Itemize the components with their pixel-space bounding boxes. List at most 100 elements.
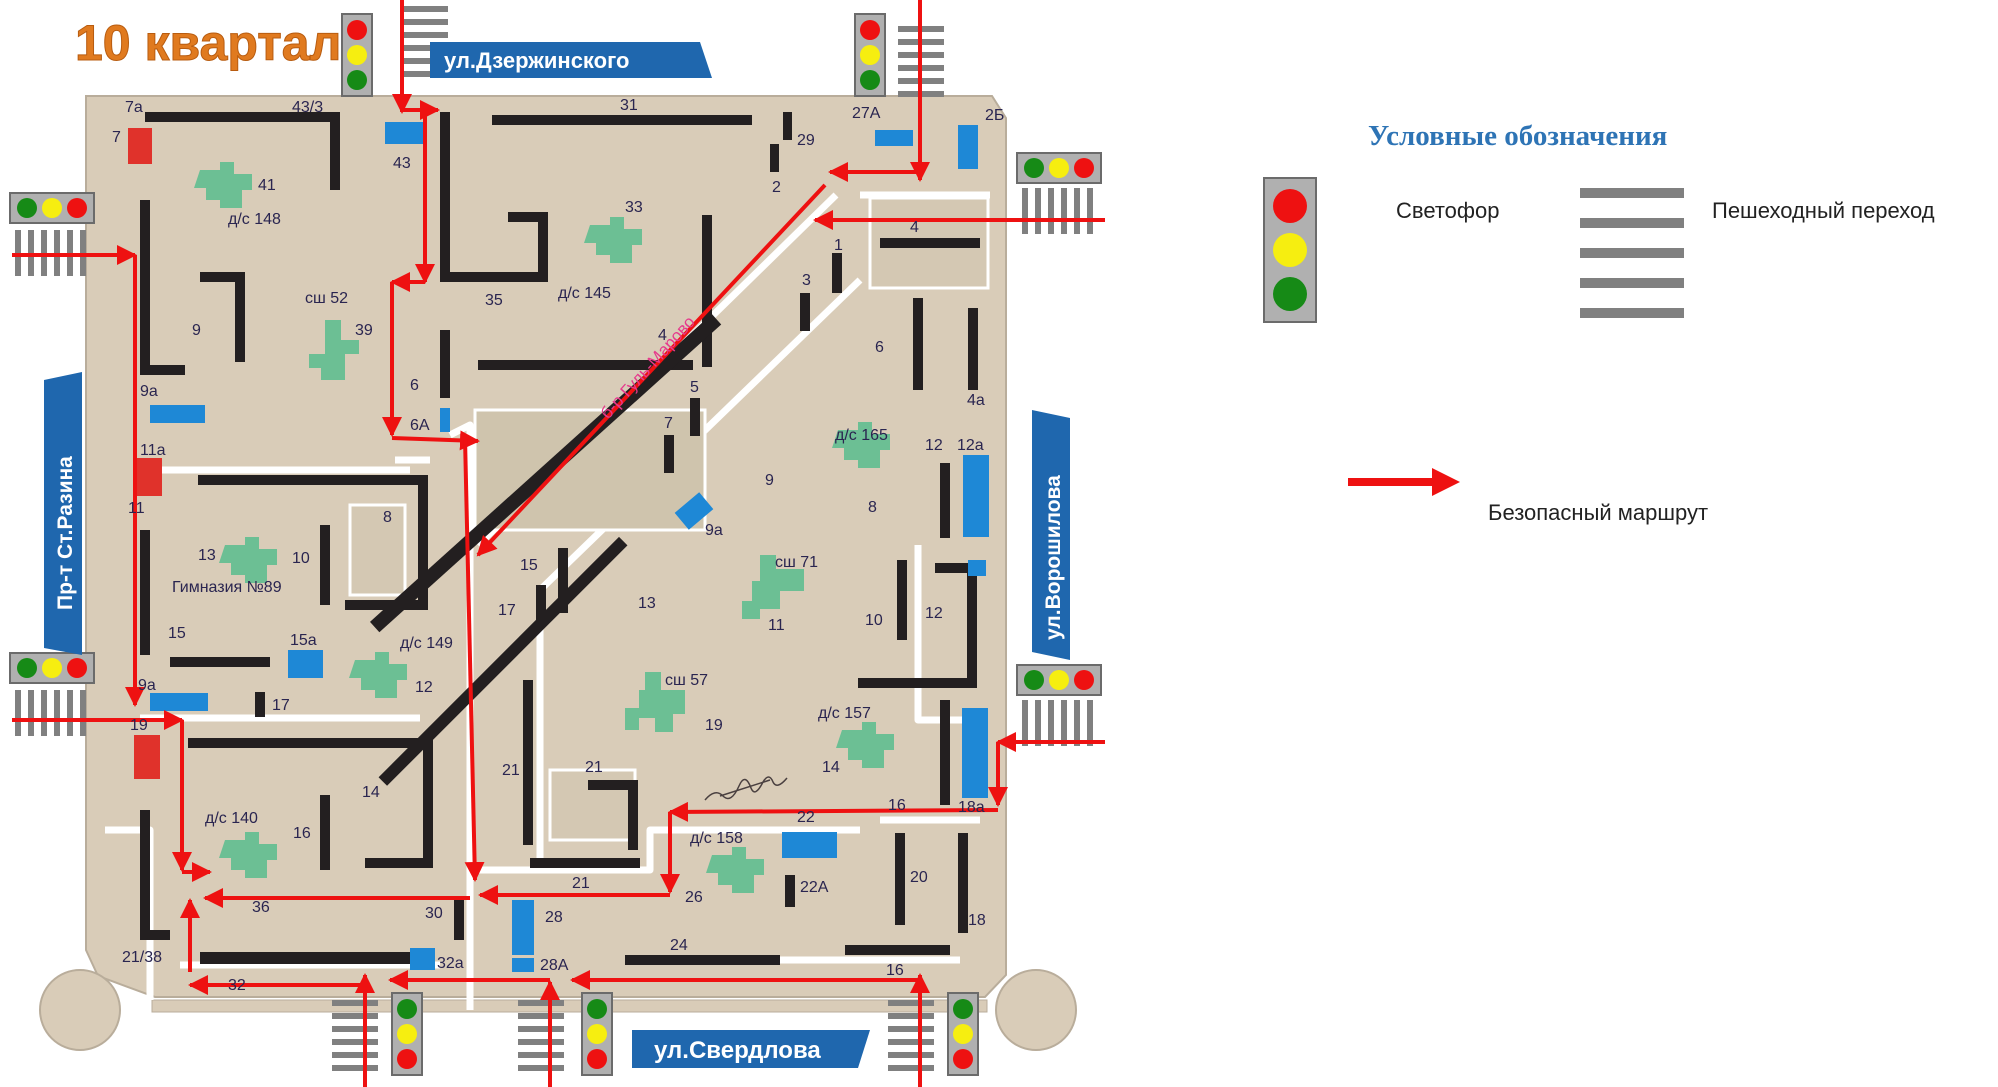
building-18a-v — [940, 700, 950, 805]
num-21-c: 21 — [572, 875, 590, 892]
shop-19 — [134, 735, 160, 779]
building-9-diag — [369, 314, 722, 633]
shops — [128, 128, 162, 779]
num-13: 13 — [638, 595, 656, 612]
legend-crosswalk-label: Пешеходный переход — [1712, 198, 1935, 223]
label-gymnasium: Гимназия №89 — [172, 579, 282, 596]
building-21-c — [530, 858, 640, 868]
building-18 — [958, 833, 968, 933]
traffic-light-bottom-left — [391, 992, 423, 1076]
building-30 — [454, 900, 464, 940]
building-10 — [320, 525, 330, 605]
garage-6a — [440, 408, 450, 432]
sh52-shape — [309, 320, 359, 380]
label-9: 9 — [192, 322, 201, 339]
num-16-b: 16 — [888, 797, 906, 814]
building-12-bv — [967, 563, 977, 688]
num-16: 16 — [293, 825, 311, 842]
building-16 — [320, 795, 330, 870]
label-sh52: сш 52 — [305, 290, 348, 307]
building-12-b — [935, 563, 977, 573]
num-29: 29 — [797, 132, 815, 149]
num-6-right: 6 — [875, 339, 884, 356]
label-ds140: д/с 140 — [205, 810, 258, 827]
building-14-top2 — [268, 738, 423, 748]
street-label-razina: Пр-т Ст.Разина — [44, 372, 82, 655]
safe-route — [12, 0, 1105, 1087]
label-ds145: д/с 145 — [558, 285, 611, 302]
building-6-r — [913, 298, 923, 390]
num-9a-low: 9а — [138, 677, 156, 694]
building-35-v — [538, 212, 548, 282]
num-30: 30 — [425, 905, 443, 922]
label-41: 41 — [258, 177, 276, 194]
label-8-right: 8 — [868, 499, 877, 516]
route-22-west — [668, 801, 999, 822]
building-11 — [140, 530, 150, 655]
garage-2b — [958, 125, 978, 169]
garages — [150, 122, 989, 972]
num-19: 19 — [130, 717, 148, 734]
num-11: 11 — [128, 500, 145, 517]
building-31 — [492, 115, 752, 125]
building-1 — [832, 253, 842, 293]
num-6a: 6А — [410, 417, 430, 434]
label-ds158: д/с 158 — [690, 830, 743, 847]
num-43: 43 — [393, 155, 411, 172]
num-18: 18 — [968, 912, 986, 929]
num-1: 1 — [834, 237, 843, 254]
num-3: 3 — [802, 272, 811, 289]
garage-28a — [512, 958, 534, 972]
building-8 — [418, 475, 428, 610]
garage-9a — [150, 405, 205, 423]
building-20 — [895, 833, 905, 925]
num-8: 8 — [383, 509, 392, 526]
num-27a: 27А — [852, 105, 881, 122]
num-15-r: 15 — [520, 557, 538, 574]
gymnasium-shape — [219, 537, 277, 583]
num-28a: 28А — [540, 957, 569, 974]
building-43-3-wing — [330, 112, 340, 190]
garage-32a — [410, 948, 435, 970]
street-razina: Пр-т Ст.Разина — [54, 456, 77, 610]
building-32 — [200, 952, 430, 964]
label-19-right: 19 — [705, 717, 723, 734]
num-9a-diag: 9а — [705, 522, 723, 539]
num-10-r: 10 — [865, 612, 883, 629]
route-bulvar-diag — [476, 183, 827, 557]
num-31: 31 — [620, 97, 638, 114]
num-15: 15 — [168, 625, 186, 642]
num-18a: 18а — [958, 799, 985, 816]
num-17-r: 17 — [498, 602, 516, 619]
num-5: 5 — [690, 379, 699, 396]
legend-traffic-light-label: Светофор — [1396, 198, 1500, 223]
traffic-light-left-lower — [9, 652, 95, 684]
label-14-right: 14 — [822, 759, 840, 776]
label-12: 12 — [415, 679, 433, 696]
building-17 — [255, 692, 265, 717]
building-9 — [140, 200, 150, 375]
building-10-r — [897, 560, 907, 640]
traffic-lights — [9, 13, 1102, 1076]
num-12: 12 — [925, 437, 943, 454]
building-9-hook — [200, 272, 245, 282]
label-sh71: сш 71 — [775, 554, 818, 571]
ds148-shape — [194, 162, 252, 208]
garage-15a — [288, 650, 323, 678]
building-4-wing — [702, 215, 712, 367]
num-6-left: 6 — [410, 377, 419, 394]
building-24 — [625, 955, 780, 965]
quarter-map: ул.Дзержинского ул.Свердлова Пр-т Ст.Раз… — [9, 0, 1105, 1087]
traffic-light-right-upper — [1016, 152, 1102, 184]
num-2b: 2Б — [985, 107, 1004, 124]
street-dzerzhinsky: ул.Дзержинского — [444, 48, 629, 73]
building-12 — [940, 463, 950, 538]
ds158-shape — [706, 847, 764, 893]
garage-12-small — [968, 560, 986, 576]
shop-7 — [128, 128, 152, 164]
quarter-title: 10 квартал — [75, 15, 341, 71]
num-35: 35 — [485, 292, 503, 309]
garage-28 — [512, 900, 534, 955]
building-43-3 — [145, 112, 330, 122]
quarter-ground — [39, 88, 1077, 1051]
